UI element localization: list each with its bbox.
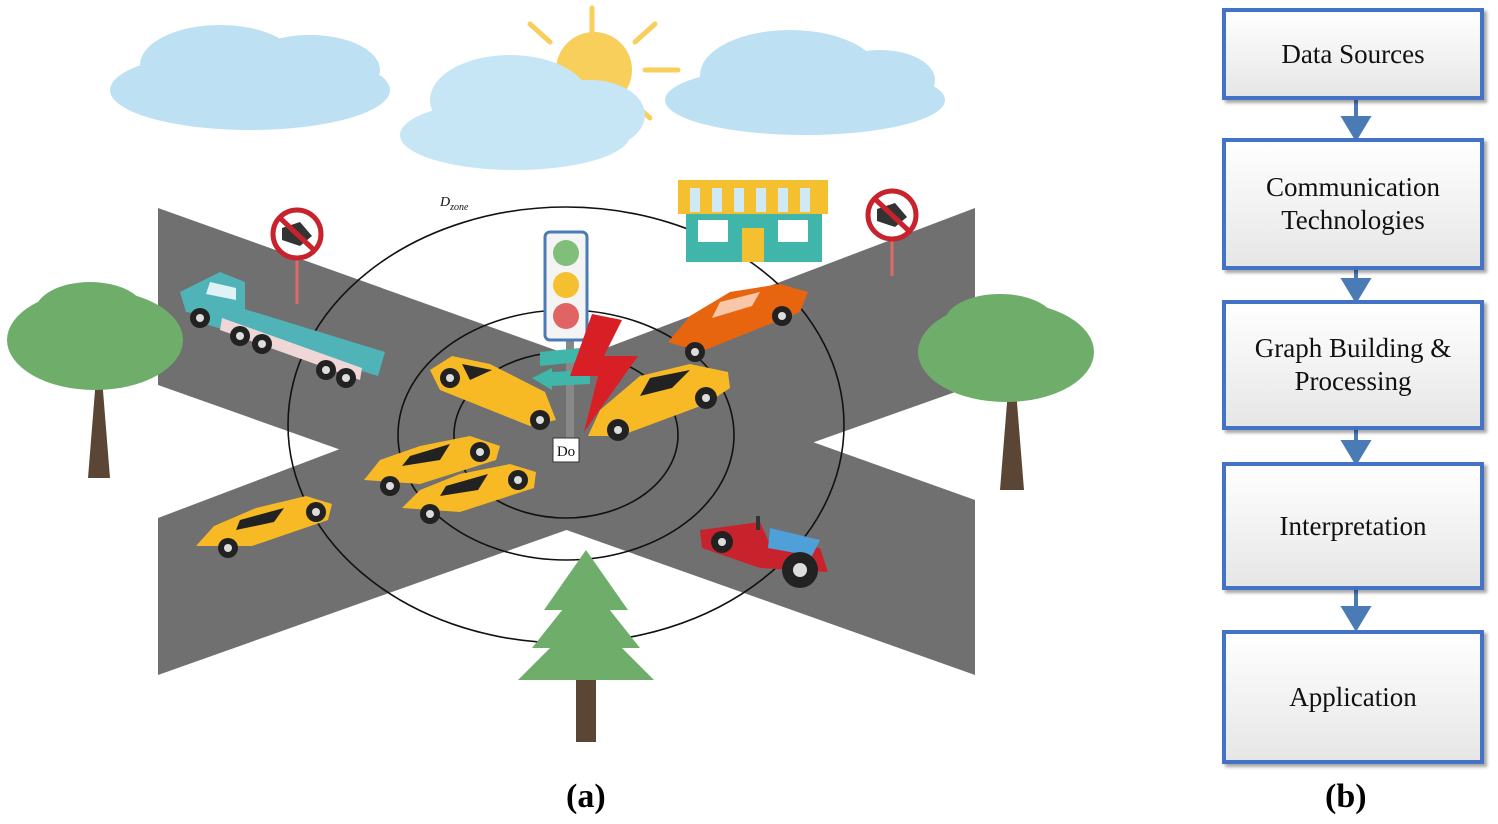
origin-marker: Do (552, 437, 580, 463)
tree-icon (7, 282, 183, 478)
taxi-icon (196, 496, 332, 558)
taxi-icon (402, 464, 536, 524)
panel-a-label: (a) (566, 778, 606, 815)
pine-tree-icon (518, 550, 654, 742)
truck-icon (180, 272, 385, 388)
svg-text:Do: Do (557, 444, 575, 460)
store-icon (678, 180, 828, 262)
no-horn-sign-icon (270, 207, 324, 304)
tractor-icon (700, 516, 828, 588)
flow-step-graph-building: Graph Building & Processing (1222, 300, 1484, 430)
taxi-icon (430, 356, 556, 430)
traffic-light-icon (532, 230, 590, 438)
taxi-icon (588, 364, 730, 441)
cloud-icon (110, 25, 390, 130)
zone-label: Dzone (439, 195, 469, 213)
no-horn-sign-icon (865, 188, 919, 276)
taxi-icon (364, 436, 500, 496)
flow-step-data-sources: Data Sources (1222, 8, 1484, 100)
flow-step-interpretation: Interpretation (1222, 462, 1484, 590)
intersection-scene: Dzone (7, 5, 1094, 742)
cloud-icon (665, 30, 945, 135)
tree-icon (918, 294, 1094, 490)
panel-b-label: (b) (1325, 778, 1367, 815)
cloud-icon (400, 55, 645, 170)
flowchart-arrows (1340, 100, 1372, 632)
flow-step-communication-technologies: Communication Technologies (1222, 138, 1484, 270)
orange-car-icon (668, 284, 808, 362)
flow-step-application: Application (1222, 630, 1484, 764)
lightning-icon (570, 314, 638, 432)
